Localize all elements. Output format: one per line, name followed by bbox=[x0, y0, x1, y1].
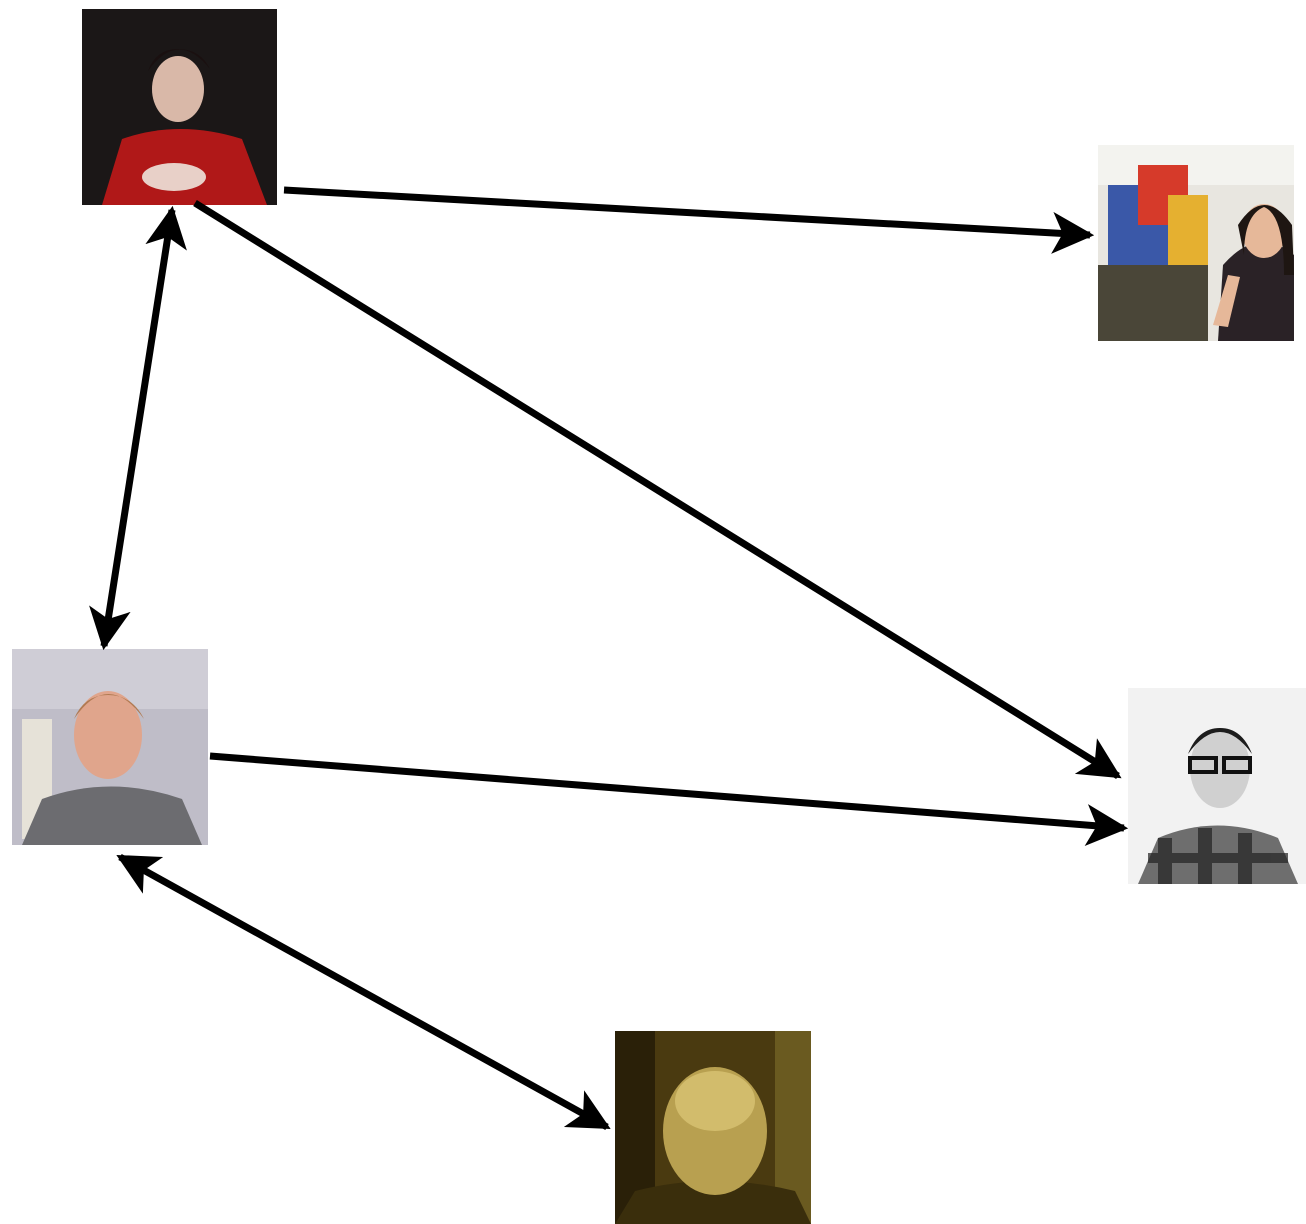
edge-red-shirt-to-woman bbox=[283, 186, 1095, 254]
avatar-sepia-man bbox=[615, 1031, 811, 1224]
edge-red-shirt-smiling-man bbox=[89, 205, 187, 651]
edge-smiling-man-sepia-man bbox=[116, 853, 611, 1131]
avatar-smiling-man bbox=[12, 649, 208, 845]
avatar-red-shirt-man bbox=[82, 9, 277, 205]
avatar-woman-pointing bbox=[1098, 145, 1294, 341]
avatar-glasses-plaid-man bbox=[1128, 688, 1306, 884]
edge-red-shirt-to-glasses bbox=[193, 200, 1122, 779]
edge-smiling-man-to-glasses bbox=[209, 752, 1129, 846]
